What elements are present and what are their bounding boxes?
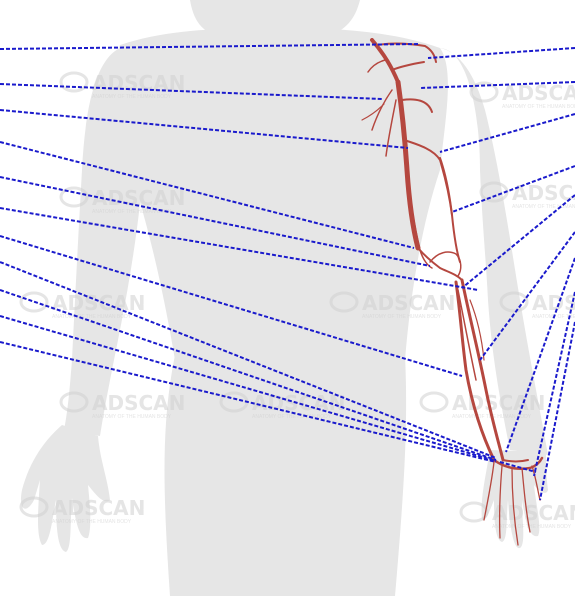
watermark-text: ADSCAN	[512, 181, 575, 205]
watermark-text: ADSCAN	[52, 496, 145, 520]
watermark-text: ADSCAN	[532, 291, 575, 315]
watermark-text: ADSCAN	[92, 391, 185, 415]
left-hand	[21, 425, 110, 552]
left-arm	[64, 48, 145, 436]
watermark-tagline: ANATOMY OF THE HUMAN BODY	[512, 204, 575, 210]
watermark-logo-icon	[421, 393, 447, 411]
watermark-text: ADSCAN	[362, 291, 455, 315]
leader-line-right-1	[428, 48, 575, 58]
watermark-text: ADSCAN	[52, 291, 145, 315]
watermark-tagline: ANATOMY OF THE HUMAN BODY	[492, 524, 572, 530]
watermark-tagline: ANATOMY OF THE HUMAN BODY	[92, 94, 172, 100]
watermark-tagline: ANATOMY OF THE HUMAN BODY	[362, 314, 442, 320]
watermark-tagline: ANATOMY OF THE HUMAN BODY	[252, 414, 332, 420]
watermark-tagline: ANATOMY OF THE HUMAN BODY	[502, 104, 575, 110]
watermark-tagline: ANATOMY OF THE HUMAN BODY	[52, 519, 132, 525]
watermark-tagline: ANATOMY OF THE HUMAN BODY	[52, 314, 132, 320]
watermark-tagline: ANATOMY OF THE HUMAN BODY	[92, 414, 172, 420]
watermark-text: ADSCAN	[492, 501, 575, 525]
leader-line-right-3	[440, 114, 575, 152]
watermark-text: ADSCAN	[452, 391, 545, 415]
watermark-logo-icon	[61, 73, 87, 91]
